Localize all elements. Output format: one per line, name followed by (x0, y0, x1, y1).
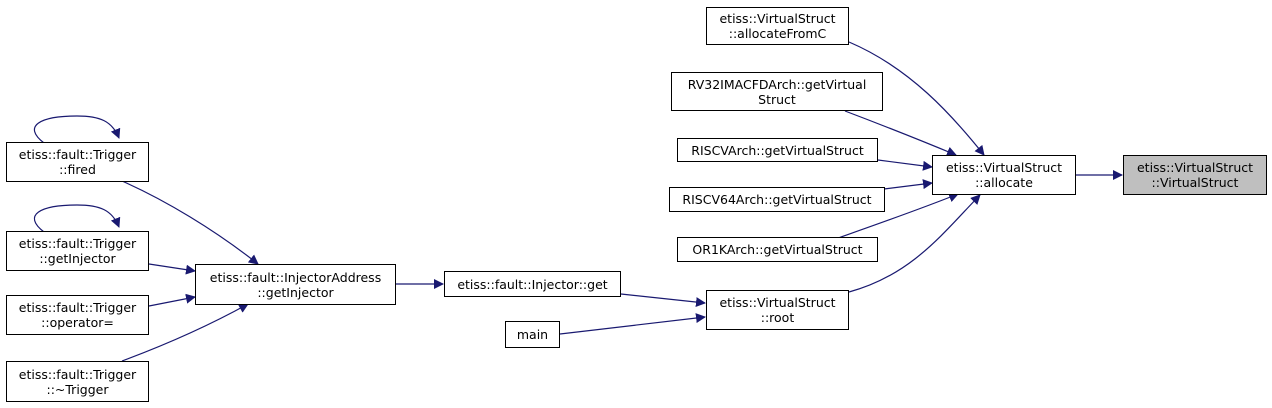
node-label-line: etiss::VirtualStruct (945, 160, 1063, 175)
node-virtualstruct-virtualstruct: etiss::VirtualStruct ::VirtualStruct (1123, 155, 1267, 195)
node-label-line: etiss::fault::Injector::get (457, 276, 608, 292)
node-label-line: ::operator= (41, 315, 114, 330)
edge-triggergetinjector-self (33, 204, 121, 233)
node-label-line: ::getInjector (257, 284, 334, 300)
node-virtualstruct-allocatefromc[interactable]: etiss::VirtualStruct ::allocateFromC (706, 7, 849, 45)
node-label-line: RV32IMACFDArch::getVirtual (687, 76, 867, 92)
node-fault-injector-get[interactable]: etiss::fault::Injector::get (444, 271, 621, 297)
edge-allocatefromc-to-allocate (848, 41, 985, 156)
edge-riscv64-to-allocate (883, 179, 933, 190)
edge-rv32-to-allocate (844, 110, 957, 157)
node-label-line: RISCVArch::getVirtualStruct (691, 142, 864, 158)
edge-riscv-to-allocate (877, 159, 933, 171)
edge-triggerfired-self (33, 115, 121, 144)
node-fault-trigger-fired[interactable]: etiss::fault::Trigger ::fired (6, 142, 149, 182)
node-label-line: OR1KArch::getVirtualStruct (692, 242, 863, 257)
edge-or1k-to-allocate (837, 192, 959, 239)
node-or1karch-getvirtualstruct[interactable]: OR1KArch::getVirtualStruct (677, 237, 878, 262)
node-label-line: ::getInjector (39, 251, 116, 266)
node-label-line: etiss::fault::Trigger (18, 147, 137, 162)
node-virtualstruct-allocate[interactable]: etiss::VirtualStruct ::allocate (932, 155, 1076, 195)
node-virtualstruct-root[interactable]: etiss::VirtualStruct ::root (706, 290, 849, 330)
node-fault-trigger-operator-assign[interactable]: etiss::fault::Trigger ::operator= (6, 295, 149, 335)
node-riscvarch-getvirtualstruct[interactable]: RISCVArch::getVirtualStruct (677, 138, 878, 162)
node-label-line: ::root (760, 310, 795, 325)
node-label-line: ::allocateFromC (728, 26, 827, 41)
edge-main-to-root (559, 313, 706, 335)
node-label-line: Struct (758, 91, 796, 107)
node-label-line: etiss::fault::Trigger (18, 236, 137, 251)
node-main[interactable]: main (505, 321, 560, 348)
node-riscv64arch-getvirtualstruct[interactable]: RISCV64Arch::getVirtualStruct (669, 187, 885, 212)
node-label-line: etiss::fault::Trigger (18, 366, 137, 382)
edge-triggeroperator-to-getinjector (148, 293, 196, 307)
node-label-line: RISCV64Arch::getVirtualStruct (682, 192, 872, 207)
edge-triggergetinjector-to-getinjector (148, 263, 196, 275)
node-label-line: main (516, 327, 549, 342)
node-label-line: etiss::fault::InjectorAddress (209, 269, 382, 285)
edge-root-to-allocate (848, 194, 981, 293)
edge-triggerfired-to-getinjector (121, 180, 259, 265)
node-label-line: ::~Trigger (46, 381, 109, 397)
node-label-line: etiss::VirtualStruct (719, 11, 836, 26)
node-label-line: etiss::VirtualStruct (719, 295, 836, 310)
node-fault-trigger-destructor[interactable]: etiss::fault::Trigger ::~Trigger (6, 361, 149, 402)
edge-injectorget-to-root (620, 293, 706, 308)
node-label-line: etiss::fault::Trigger (18, 300, 137, 315)
node-label-line: etiss::VirtualStruct (1136, 160, 1254, 175)
node-rv32imacfdarch-getvirtualstruct[interactable]: RV32IMACFDArch::getVirtual Struct (671, 72, 883, 111)
edge-triggerdestructor-to-getinjector (121, 303, 249, 362)
node-fault-trigger-getinjector[interactable]: etiss::fault::Trigger ::getInjector (6, 231, 149, 271)
node-label-line: ::VirtualStruct (1151, 175, 1239, 190)
node-label-line: ::allocate (975, 175, 1033, 190)
node-fault-injectoraddress-getinjector[interactable]: etiss::fault::InjectorAddress ::getInjec… (195, 264, 396, 305)
node-label-line: ::fired (59, 162, 96, 177)
